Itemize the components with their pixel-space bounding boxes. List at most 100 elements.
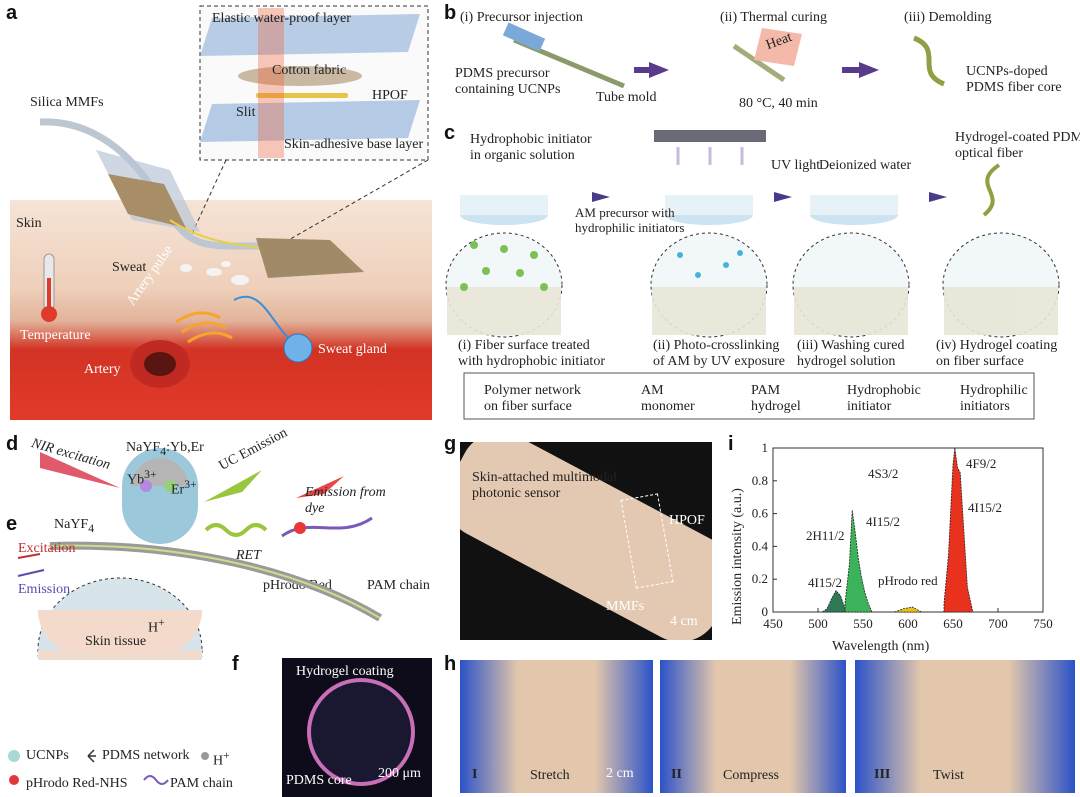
g-scale: 4 cm bbox=[670, 614, 698, 629]
x-tick-label: 600 bbox=[898, 616, 918, 631]
panel-label-a: a bbox=[6, 2, 18, 24]
i-ylabel: Emission intensity (a.u.) bbox=[730, 488, 745, 625]
e-skin-layer bbox=[38, 610, 202, 654]
c-legend-4: Hydrophilic initiators bbox=[960, 383, 1028, 414]
h-label-3: III bbox=[874, 767, 891, 782]
c-top-2: AM precursor with hydrophilic initiators bbox=[575, 205, 685, 235]
spectrum-band-1 bbox=[844, 510, 873, 613]
d-yb: Yb3+ bbox=[127, 468, 157, 488]
c-legend-1: AM monomer bbox=[641, 383, 695, 414]
b-result: UCNPs-doped PDMS fiber core bbox=[966, 64, 1062, 95]
panel-g-photo bbox=[460, 442, 712, 640]
e-skin: Skin tissue bbox=[85, 634, 147, 649]
h-label-2: II bbox=[671, 767, 682, 782]
y-tick-label: 0 bbox=[762, 604, 769, 619]
inset-layer-0: Elastic water-proof layer bbox=[212, 11, 351, 26]
y-tick-label: 0.8 bbox=[752, 473, 768, 488]
label-temperature: Temperature bbox=[20, 328, 91, 343]
e-hplus: H+ bbox=[148, 616, 165, 636]
panel-label-c: c bbox=[444, 122, 456, 144]
b-step-3: (iii) Demolding bbox=[904, 10, 992, 25]
e-legend-symbols bbox=[8, 749, 209, 785]
b-step-2: (ii) Thermal curing bbox=[720, 10, 828, 25]
h-mode-2: Compress bbox=[723, 768, 779, 783]
y-tick-label: 0.6 bbox=[752, 506, 769, 521]
x-tick-label: 700 bbox=[988, 616, 1008, 631]
spectrum-band-2 bbox=[894, 606, 922, 613]
panel-a-drawing bbox=[39, 5, 429, 388]
x-tick-label: 650 bbox=[943, 616, 963, 631]
i-ann-4i-c: 4I15/2 bbox=[968, 500, 1002, 515]
e-emission: Emission bbox=[18, 582, 71, 597]
panel-label-h: h bbox=[444, 653, 457, 675]
panel-f-micrograph bbox=[282, 658, 432, 797]
c-legend-0: Polymer network on fiber surface bbox=[484, 383, 581, 414]
panel-c-drawing bbox=[445, 130, 1060, 420]
c-top-0: Hydrophobic initiator in organic solutio… bbox=[470, 132, 592, 163]
panel-label-i: i bbox=[728, 433, 734, 455]
panel-d-drawing bbox=[40, 448, 373, 544]
x-tick-label: 450 bbox=[763, 616, 783, 631]
f-scale: 200 μm bbox=[378, 766, 421, 781]
inset-layer-1: Cotton fabric bbox=[272, 63, 347, 78]
panel-label-b: b bbox=[444, 2, 457, 24]
spectrum-band-3 bbox=[943, 447, 974, 613]
i-ann-4i-b: 4I15/2 bbox=[866, 514, 900, 529]
panel-b-drawing bbox=[502, 22, 946, 89]
f-top: Hydrogel coating bbox=[296, 664, 394, 679]
label-sweat: Sweat bbox=[112, 260, 147, 275]
d-crystal: NaYF4:Yb,Er bbox=[126, 440, 204, 458]
b-tube-mold: Tube mold bbox=[596, 90, 657, 105]
g-sensor: Skin-attached multimodal photonic sensor bbox=[472, 470, 618, 501]
panel-label-d: d bbox=[6, 433, 19, 455]
spectrum-band-0 bbox=[821, 589, 846, 613]
i-ann-2h: 2H11/2 bbox=[806, 528, 845, 543]
b-step-1: (i) Precursor injection bbox=[460, 10, 583, 25]
c-legend-2: PAM hydrogel bbox=[751, 383, 801, 414]
h-label-1: I bbox=[472, 767, 478, 782]
panel-h-photo-3 bbox=[855, 660, 1075, 793]
h-mode-1: Stretch bbox=[530, 768, 570, 783]
i-ann-4s: 4S3/2 bbox=[868, 466, 899, 481]
d-ret: RET bbox=[236, 548, 261, 563]
e-legend-3: pHrodo Red-NHS bbox=[26, 776, 128, 791]
label-skin: Skin bbox=[16, 216, 42, 231]
c-caption-1: (ii) Photo-crosslinking of AM by UV expo… bbox=[653, 338, 785, 369]
d-shell: NaYF4 bbox=[54, 517, 95, 535]
g-hpof: HPOF bbox=[669, 513, 705, 528]
d-pam: PAM chain bbox=[367, 578, 430, 593]
i-ann-4f: 4F9/2 bbox=[966, 456, 997, 471]
h-mode-3: Twist bbox=[933, 768, 964, 783]
e-legend-4: PAM chain bbox=[170, 776, 233, 791]
panel-label-f: f bbox=[232, 653, 239, 675]
i-ann-4i-a: 4I15/2 bbox=[808, 575, 842, 590]
y-tick-label: 1 bbox=[762, 440, 769, 455]
b-condition: 80 °C, 40 min bbox=[739, 96, 818, 111]
panel-h-photo-2 bbox=[660, 660, 846, 793]
c-top-4: Hydrogel-coated PDMS optical fiber bbox=[955, 130, 1080, 161]
e-legend-2: H+ bbox=[213, 749, 230, 769]
inset-layer-4: Skin-adhesive base layer bbox=[284, 137, 424, 152]
e-legend-1: PDMS network bbox=[102, 748, 190, 763]
e-excitation: Excitation bbox=[18, 541, 76, 556]
panel-label-g: g bbox=[444, 433, 457, 455]
c-caption-0: (i) Fiber surface treated with hydrophob… bbox=[458, 338, 605, 369]
g-mmfs: MMFs bbox=[606, 599, 645, 614]
panel-h-photo-1 bbox=[460, 660, 653, 793]
y-tick-label: 0.4 bbox=[752, 538, 769, 553]
i-ann-phrodo: pHrodo red bbox=[878, 573, 938, 588]
y-tick-label: 0.2 bbox=[752, 571, 768, 586]
panel-label-e: e bbox=[6, 513, 18, 535]
i-xlabel: Wavelength (nm) bbox=[832, 639, 930, 654]
d-er: Er3+ bbox=[171, 478, 197, 498]
x-tick-label: 550 bbox=[853, 616, 873, 631]
c-top-1: UV light bbox=[771, 158, 821, 173]
c-top-3: Deionized water bbox=[819, 158, 912, 173]
label-artery: Artery bbox=[84, 362, 121, 377]
inset-layer-2: HPOF bbox=[372, 88, 408, 103]
inset-layer-3: Slit bbox=[236, 105, 256, 120]
label-silica-mmfs: Silica MMFs bbox=[30, 95, 104, 110]
x-tick-label: 750 bbox=[1033, 616, 1053, 631]
c-caption-2: (iii) Washing cured hydrogel solution bbox=[797, 338, 905, 369]
